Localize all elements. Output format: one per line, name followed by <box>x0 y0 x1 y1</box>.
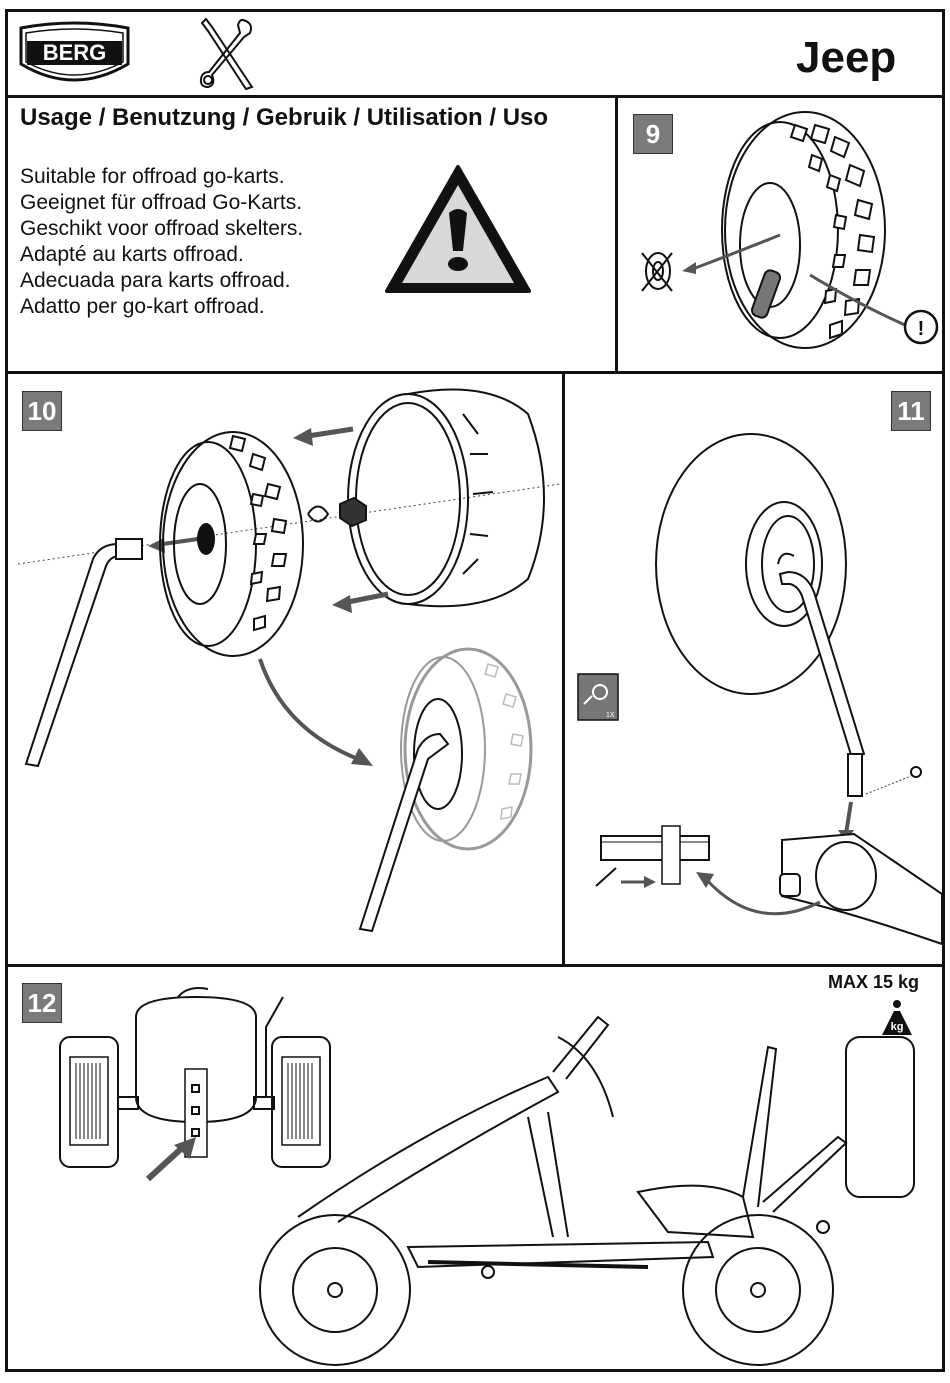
usage-line-de: Geeignet für offroad Go-Karts. <box>20 190 303 216</box>
jeep-logo-text: Jeep <box>796 33 896 82</box>
divider-col-steps <box>562 371 565 966</box>
svg-text:!: ! <box>918 318 925 340</box>
part-qty-label: 1X <box>606 712 615 719</box>
usage-line-nl: Geschikt voor offroad skelters. <box>20 216 303 242</box>
usage-text: Suitable for offroad go-karts. Geeignet … <box>20 164 303 320</box>
usage-line-es: Adecuada para karts offroad. <box>20 268 303 294</box>
step12-gokart-illustration <box>8 967 942 1369</box>
usage-line-en: Suitable for offroad go-karts. <box>20 164 303 190</box>
step10-wheel-assembly <box>8 374 560 962</box>
wrench-screwdriver-icon <box>198 15 258 90</box>
warning-triangle-icon <box>383 163 533 298</box>
berg-logo-text: BERG <box>43 40 107 65</box>
usage-line-it: Adatto per go-kart offroad. <box>20 294 303 320</box>
divider-header <box>5 95 945 98</box>
usage-line-fr: Adapté au karts offroad. <box>20 242 303 268</box>
berg-logo: BERG <box>17 22 132 90</box>
step9-wheel-illustration: ! <box>630 105 945 365</box>
divider-col-usage <box>615 95 618 373</box>
jeep-logo: Jeep <box>796 32 926 87</box>
usage-title: Usage / Benutzung / Gebruik / Utilisatio… <box>20 104 548 132</box>
step11-pin-assembly: 1X <box>566 374 942 962</box>
